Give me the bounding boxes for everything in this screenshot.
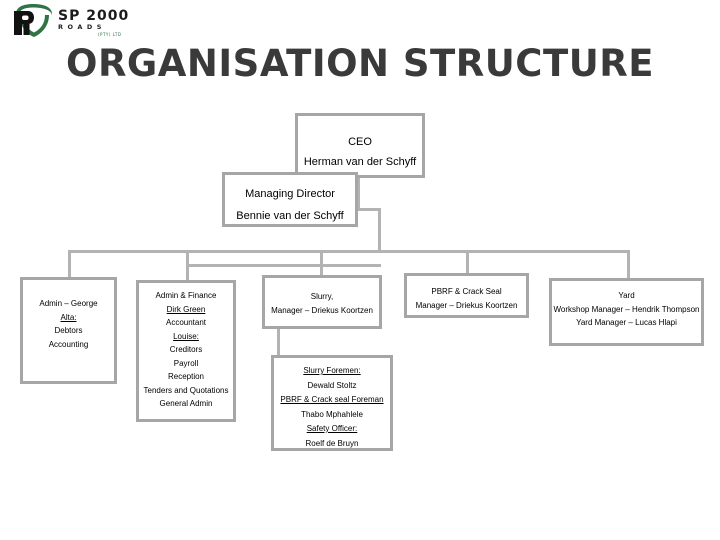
node-finance-line-3: Accountant — [165, 318, 207, 327]
node-md-line-1: Managing Director — [245, 188, 335, 200]
node-foremen-line-5: Safety Officer: — [306, 424, 358, 433]
node-slurry-line-2: Manager – Driekus Koortzen — [271, 306, 373, 315]
node-admin-line-3: Debtors — [54, 326, 83, 335]
connector-drop-slurry — [320, 250, 323, 275]
connector-drop-admin — [68, 250, 71, 277]
logo-wordmark: SP 2000 — [58, 8, 130, 24]
node-foremen-line-3: PBRF & Crack seal Foreman — [280, 395, 384, 404]
node-finance-line-9: General Admin — [159, 399, 213, 408]
connector-drop-yard — [627, 250, 630, 278]
connector-md-rail-a — [357, 196, 360, 208]
connector-slurry-foremen — [277, 329, 280, 355]
node-foremen-line-2: Dewald Stoltz — [307, 380, 357, 390]
node-admin-line-1: Admin – George — [39, 299, 98, 308]
connector-bus-lower — [186, 264, 381, 267]
node-yard-line-2: Workshop Manager – Hendrik Thompson — [553, 304, 700, 314]
connector-bus — [68, 250, 630, 253]
node-finance-line-8: Tenders and Quotations — [143, 385, 229, 395]
node-ceo-line-1: CEO — [348, 136, 372, 148]
connector-md-rail-b — [357, 208, 381, 211]
node-finance-line-7: Reception — [167, 372, 205, 381]
page-title: ORGANISATION STRUCTURE — [65, 42, 655, 85]
node-foremen[interactable]: Slurry Foremen: Dewald Stoltz PBRF & Cra… — [271, 355, 393, 451]
node-admin-george[interactable]: Admin – George Alta: Debtors Accounting — [20, 277, 117, 384]
node-admin-finance[interactable]: Admin & Finance Dirk Green Accountant Lo… — [136, 280, 236, 422]
node-yard-line-1: Yard — [618, 291, 635, 300]
logo-legal-suffix: (PTY) LTD — [98, 32, 122, 37]
node-ceo[interactable]: CEO Herman van der Schyff — [295, 113, 425, 178]
node-managing-director[interactable]: Managing Director Bennie van der Schyff — [222, 172, 358, 227]
node-foremen-line-6: Roelf de Bruyn — [305, 438, 359, 448]
logo-submark: ROADS — [58, 23, 106, 31]
node-yard[interactable]: Yard Workshop Manager – Hendrik Thompson… — [549, 278, 704, 346]
company-logo: SP 2000 ROADS (PTY) LTD — [12, 3, 128, 41]
node-finance-line-1: Admin & Finance — [155, 291, 217, 300]
node-pbrf-crack-seal[interactable]: PBRF & Crack Seal Manager – Driekus Koor… — [404, 273, 529, 318]
node-finance-line-2: Dirk Green — [166, 304, 206, 314]
sp2000-roads-logo-icon — [14, 4, 52, 37]
node-ceo-line-2: Herman van der Schyff — [303, 156, 417, 168]
connector-md-down — [378, 208, 381, 252]
node-slurry-line-1: Slurry, — [310, 292, 334, 301]
node-foremen-line-1: Slurry Foremen: — [303, 366, 361, 375]
node-foremen-line-4: Thabo Mphahlele — [301, 409, 363, 419]
node-yard-line-3: Yard Manager – Lucas Hlapi — [576, 318, 677, 327]
node-admin-line-4: Accounting — [48, 339, 89, 349]
node-finance-line-4: Louise: — [173, 331, 199, 341]
node-slurry[interactable]: Slurry, Manager – Driekus Koortzen — [262, 275, 382, 329]
node-md-line-2: Bennie van der Schyff — [236, 210, 344, 222]
connector-ceo-stub — [357, 178, 360, 196]
connector-drop-pbrf — [466, 250, 469, 273]
node-admin-line-2: Alta: — [60, 312, 77, 322]
node-finance-line-5: Creditors — [169, 345, 203, 354]
node-finance-line-6: Payroll — [173, 358, 199, 368]
node-pbrf-line-1: PBRF & Crack Seal — [431, 287, 502, 296]
node-pbrf-line-2: Manager – Driekus Koortzen — [415, 301, 518, 310]
